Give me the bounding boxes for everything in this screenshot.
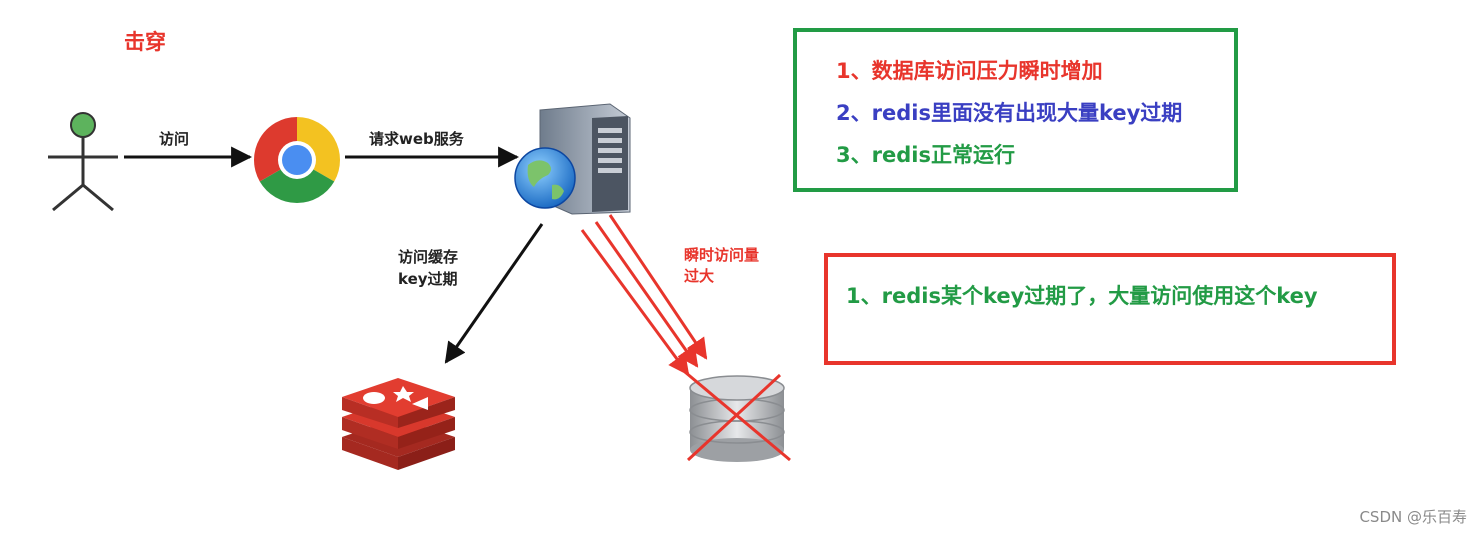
arrow-server-db-3 [608,214,708,360]
red-note-item: 1、redis某个key过期了，大量访问使用这个key [846,284,1318,308]
label-server-db-line1: 瞬时访问量 [684,246,760,264]
watermark: CSDN @乐百寿 [1359,508,1467,526]
green-note-item-3: 3、redis正常运行 [836,143,1015,167]
label-browser-server: 请求web服务 [369,130,464,148]
label-server-cache-line2: key过期 [398,270,458,288]
label-server-db-line2: 过大 [684,267,715,285]
arrow-server-cache [444,223,544,364]
user-icon [48,112,118,212]
diagram-title: 击穿 [124,30,166,54]
arrow-server-db-2 [594,221,699,368]
chrome-icon [253,117,341,204]
red-note-box [824,253,1396,365]
cross-out-icon [684,370,791,462]
green-note-item-2: 2、redis里面没有出现大量key过期 [836,101,1183,125]
green-note-item-1: 1、数据库访问压力瞬时增加 [836,59,1103,83]
label-server-cache-line1: 访问缓存 [398,248,459,266]
arrow-server-db-1 [580,229,690,376]
label-user-browser: 访问 [159,130,190,148]
green-note-box [793,28,1238,192]
redis-icon [342,378,455,470]
web-server-icon [514,103,631,215]
